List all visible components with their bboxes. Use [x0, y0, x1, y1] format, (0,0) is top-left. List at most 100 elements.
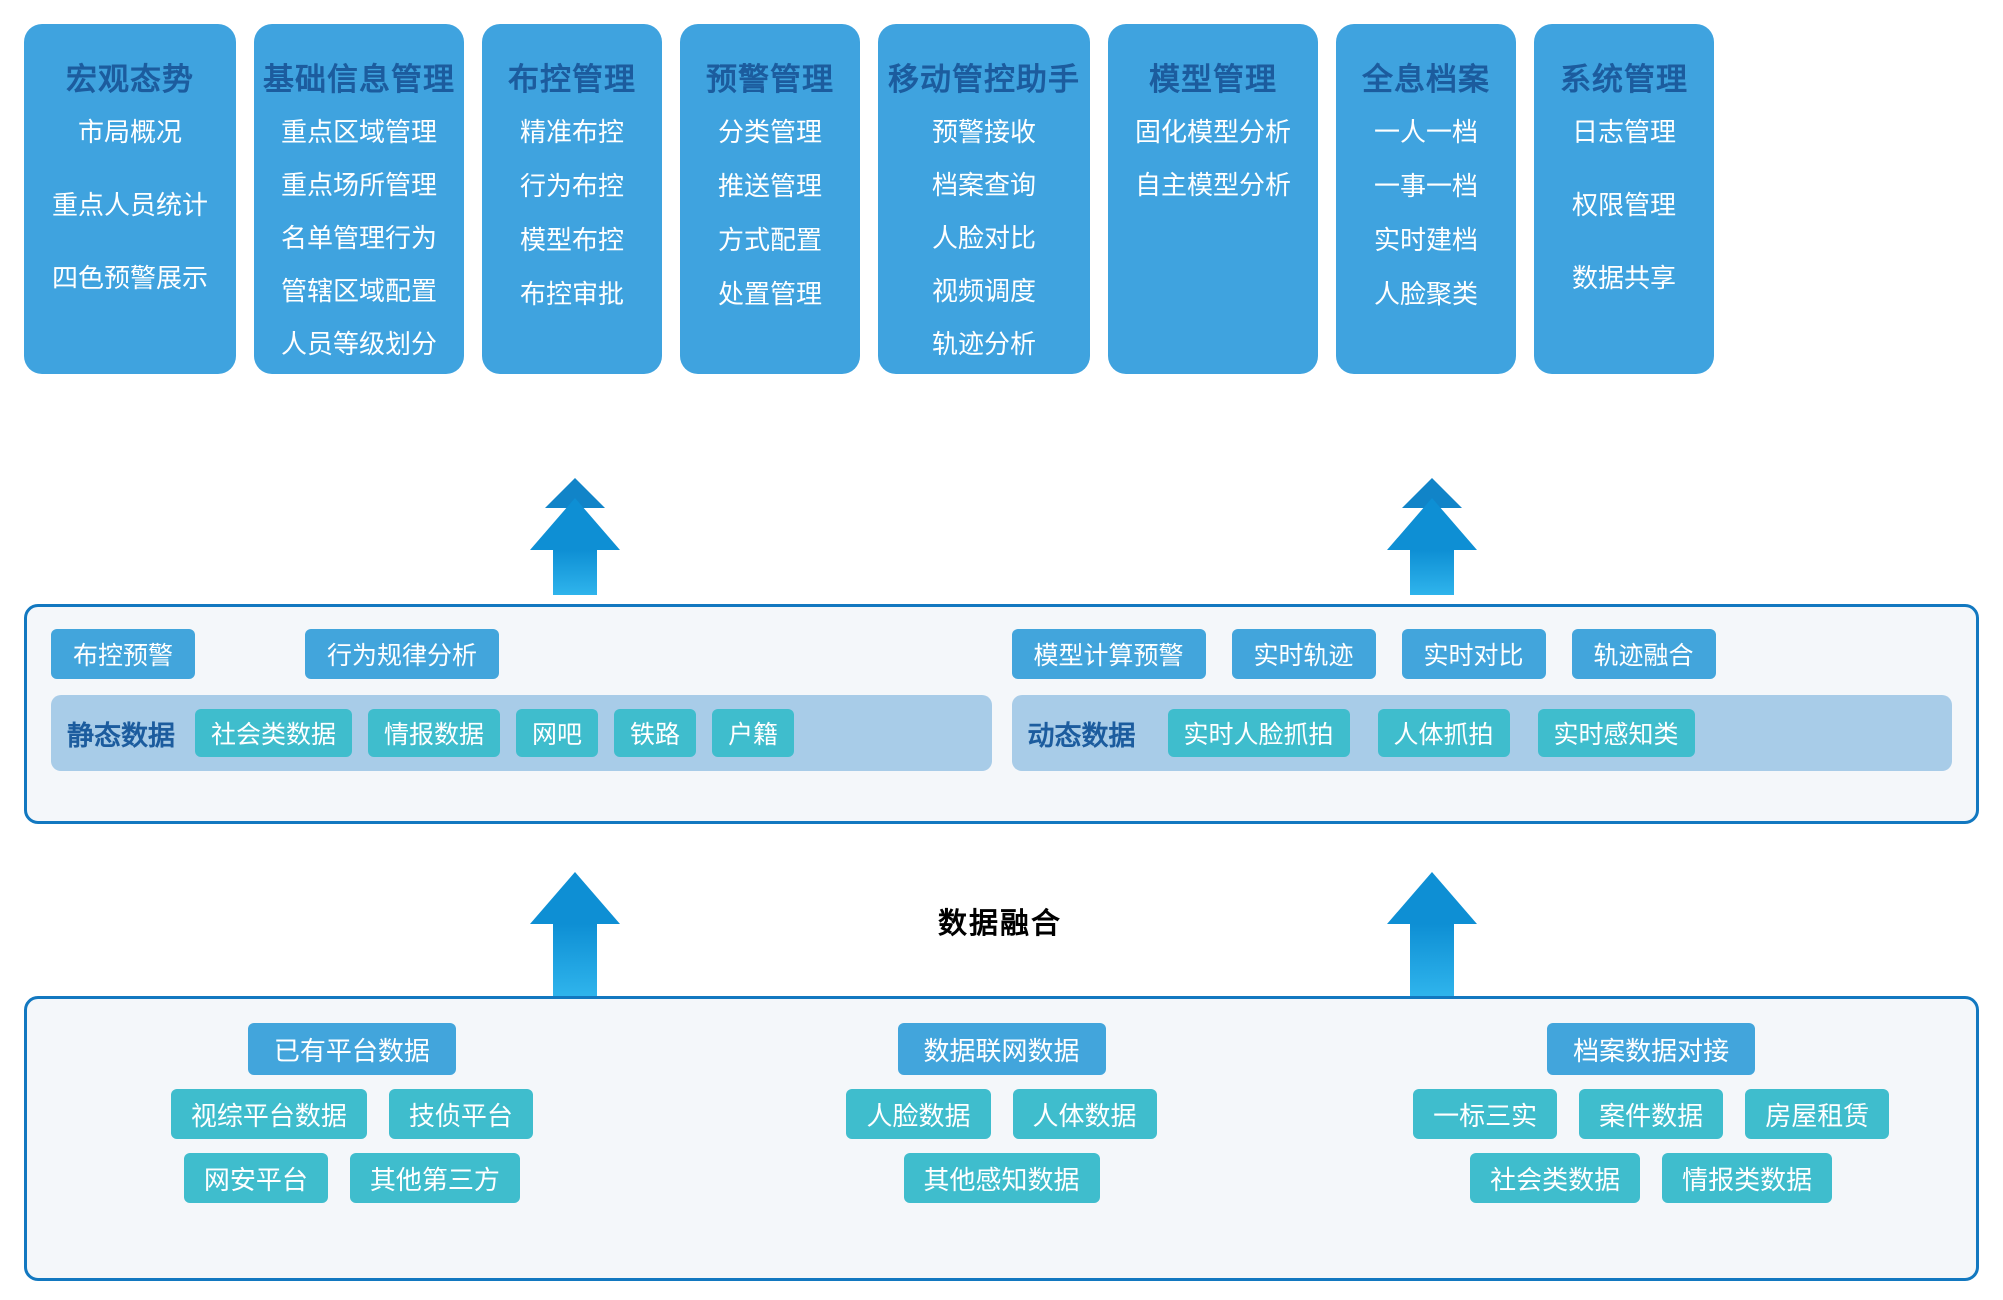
module-item[interactable]: 自主模型分析	[1134, 170, 1291, 200]
source-row: 一标三实 案件数据 房屋租赁	[1413, 1089, 1890, 1139]
source-chip[interactable]: 其他感知数据	[903, 1153, 1100, 1203]
module-item[interactable]: 视频调度	[931, 276, 1036, 306]
source-group-archive-docking: 档案数据对接 一标三实 案件数据 房屋租赁 社会类数据 情报类数据	[1326, 1023, 1976, 1254]
source-chip[interactable]: 情报类数据	[1662, 1153, 1833, 1203]
source-chip[interactable]: 社会类数据	[1470, 1153, 1641, 1203]
data-source-chip[interactable]: 户籍	[712, 709, 795, 757]
source-group-existing-platform: 已有平台数据 视综平台数据 技侦平台 网安平台 其他第三方	[27, 1023, 677, 1254]
module-card-control-management[interactable]: 布控管理 精准布控 行为布控 模型布控 布控审批	[482, 24, 662, 374]
module-title: 移动管控助手	[888, 62, 1080, 97]
source-group-networked-data: 数据联网数据 人脸数据 人体数据 其他感知数据	[677, 1023, 1327, 1254]
flow-arrow-up-icon-source-left	[530, 872, 620, 996]
module-item[interactable]: 重点区域管理	[280, 117, 437, 147]
dynamic-data-group: 动态数据 实时人脸抓拍 人体抓拍 实时感知类	[1011, 695, 1952, 771]
module-item[interactable]: 方式配置	[717, 225, 822, 255]
module-card-holographic-archive[interactable]: 全息档案 一人一档 一事一档 实时建档 人脸聚类	[1336, 24, 1516, 374]
module-item[interactable]: 人员等级划分	[280, 329, 437, 359]
static-data-label: 静态数据	[67, 720, 175, 751]
capability-chip[interactable]: 轨迹融合	[1571, 629, 1716, 679]
flow-arrow-up-icon-source-right	[1387, 872, 1477, 996]
module-item[interactable]: 人脸对比	[931, 223, 1036, 253]
module-card-system-management[interactable]: 系统管理 日志管理 权限管理 数据共享	[1534, 24, 1714, 374]
module-card-basic-info-management[interactable]: 基础信息管理 重点区域管理 重点场所管理 名单管理行为 管辖区域配置 人员等级划…	[254, 24, 464, 374]
data-source-chip[interactable]: 实时人脸抓拍	[1167, 709, 1350, 757]
capability-chip[interactable]: 模型计算预警	[1011, 629, 1206, 679]
source-group-head[interactable]: 档案数据对接	[1547, 1023, 1756, 1075]
dynamic-capability-row: 模型计算预警 实时轨迹 实时对比 轨迹融合	[1011, 629, 1953, 679]
data-source-chip[interactable]: 网吧	[516, 709, 599, 757]
source-row: 人脸数据 人体数据	[846, 1089, 1157, 1139]
module-title: 宏观态势	[66, 62, 194, 97]
module-item[interactable]: 精准布控	[519, 117, 624, 147]
module-item[interactable]: 行为布控	[519, 171, 624, 201]
application-module-row: 宏观态势 市局概况 重点人员统计 四色预警展示 基础信息管理 重点区域管理 重点…	[24, 24, 1979, 474]
module-title: 布控管理	[508, 62, 636, 97]
module-title: 全息档案	[1362, 62, 1490, 97]
module-item[interactable]: 实时建档	[1373, 225, 1478, 255]
module-item[interactable]: 人脸聚类	[1373, 279, 1478, 309]
module-card-macro-situation[interactable]: 宏观态势 市局概况 重点人员统计 四色预警展示	[24, 24, 236, 374]
module-item[interactable]: 日志管理	[1571, 117, 1676, 147]
module-item[interactable]: 固化模型分析	[1134, 117, 1291, 147]
dynamic-data-label: 动态数据	[1027, 720, 1136, 751]
source-row: 其他感知数据	[903, 1153, 1100, 1203]
module-item[interactable]: 重点场所管理	[280, 170, 437, 200]
module-item[interactable]: 轨迹分析	[931, 329, 1036, 359]
source-chip[interactable]: 房屋租赁	[1745, 1089, 1890, 1139]
module-card-model-management[interactable]: 模型管理 固化模型分析 自主模型分析	[1108, 24, 1318, 374]
source-chip[interactable]: 一标三实	[1413, 1089, 1558, 1139]
module-item[interactable]: 推送管理	[717, 171, 822, 201]
static-data-group: 静态数据 社会类数据 情报数据 网吧 铁路 户籍	[51, 695, 992, 771]
data-fusion-label: 数据融合	[938, 908, 1063, 940]
dynamic-data-half: 模型计算预警 实时轨迹 实时对比 轨迹融合 动态数据 实时人脸抓拍 人体抓拍 实…	[1011, 629, 1953, 799]
flow-arrow-up-icon-right	[1387, 498, 1477, 595]
module-title: 模型管理	[1149, 62, 1277, 97]
module-card-mobile-control-assistant[interactable]: 移动管控助手 预警接收 档案查询 人脸对比 视频调度 轨迹分析	[878, 24, 1090, 374]
module-item[interactable]: 名单管理行为	[280, 223, 437, 253]
static-capability-row: 布控预警 行为规律分析	[51, 629, 992, 679]
data-source-panel: 已有平台数据 视综平台数据 技侦平台 网安平台 其他第三方 数据联网数据 人脸数…	[24, 996, 1979, 1281]
data-source-chip[interactable]: 铁路	[614, 709, 697, 757]
module-item[interactable]: 市局概况	[77, 117, 182, 147]
source-group-head[interactable]: 已有平台数据	[247, 1023, 456, 1075]
module-item[interactable]: 重点人员统计	[51, 190, 208, 220]
source-chip[interactable]: 网安平台	[183, 1153, 328, 1203]
module-title: 基础信息管理	[263, 62, 455, 97]
source-group-head[interactable]: 数据联网数据	[897, 1023, 1106, 1075]
capability-chip[interactable]: 实时轨迹	[1231, 629, 1376, 679]
module-item[interactable]: 档案查询	[931, 170, 1036, 200]
capability-chip[interactable]: 布控预警	[51, 629, 196, 679]
module-item[interactable]: 模型布控	[519, 225, 624, 255]
source-row: 网安平台 其他第三方	[183, 1153, 520, 1203]
module-item[interactable]: 权限管理	[1571, 190, 1676, 220]
module-item[interactable]: 一人一档	[1373, 117, 1478, 147]
source-chip[interactable]: 视综平台数据	[170, 1089, 367, 1139]
source-row: 视综平台数据 技侦平台	[170, 1089, 533, 1139]
module-item[interactable]: 布控审批	[519, 279, 624, 309]
static-data-half: 布控预警 行为规律分析 静态数据 社会类数据 情报数据 网吧 铁路 户籍	[51, 629, 992, 799]
flow-arrow-up-icon-left	[530, 498, 620, 595]
module-item[interactable]: 分类管理	[717, 117, 822, 147]
data-source-chip[interactable]: 实时感知类	[1537, 709, 1695, 757]
capability-chip[interactable]: 行为规律分析	[305, 629, 500, 679]
source-row: 社会类数据 情报类数据	[1470, 1153, 1833, 1203]
data-source-chip[interactable]: 人体抓拍	[1377, 709, 1510, 757]
module-title: 预警管理	[706, 62, 834, 97]
source-chip[interactable]: 其他第三方	[349, 1153, 520, 1203]
source-chip[interactable]: 技侦平台	[388, 1089, 533, 1139]
module-item[interactable]: 管辖区域配置	[280, 276, 437, 306]
capability-chip[interactable]: 实时对比	[1401, 629, 1546, 679]
module-item[interactable]: 预警接收	[931, 117, 1036, 147]
data-fusion-panel: 布控预警 行为规律分析 静态数据 社会类数据 情报数据 网吧 铁路 户籍 模型计…	[24, 604, 1979, 824]
source-chip[interactable]: 案件数据	[1579, 1089, 1724, 1139]
data-source-chip[interactable]: 社会类数据	[195, 709, 353, 757]
module-title: 系统管理	[1560, 62, 1688, 97]
module-item[interactable]: 数据共享	[1571, 263, 1676, 293]
module-item[interactable]: 一事一档	[1373, 171, 1478, 201]
module-item[interactable]: 四色预警展示	[51, 263, 208, 293]
source-chip[interactable]: 人体数据	[1012, 1089, 1157, 1139]
source-chip[interactable]: 人脸数据	[846, 1089, 991, 1139]
data-source-chip[interactable]: 情报数据	[368, 709, 501, 757]
module-card-alert-management[interactable]: 预警管理 分类管理 推送管理 方式配置 处置管理	[680, 24, 860, 374]
module-item[interactable]: 处置管理	[717, 279, 822, 309]
